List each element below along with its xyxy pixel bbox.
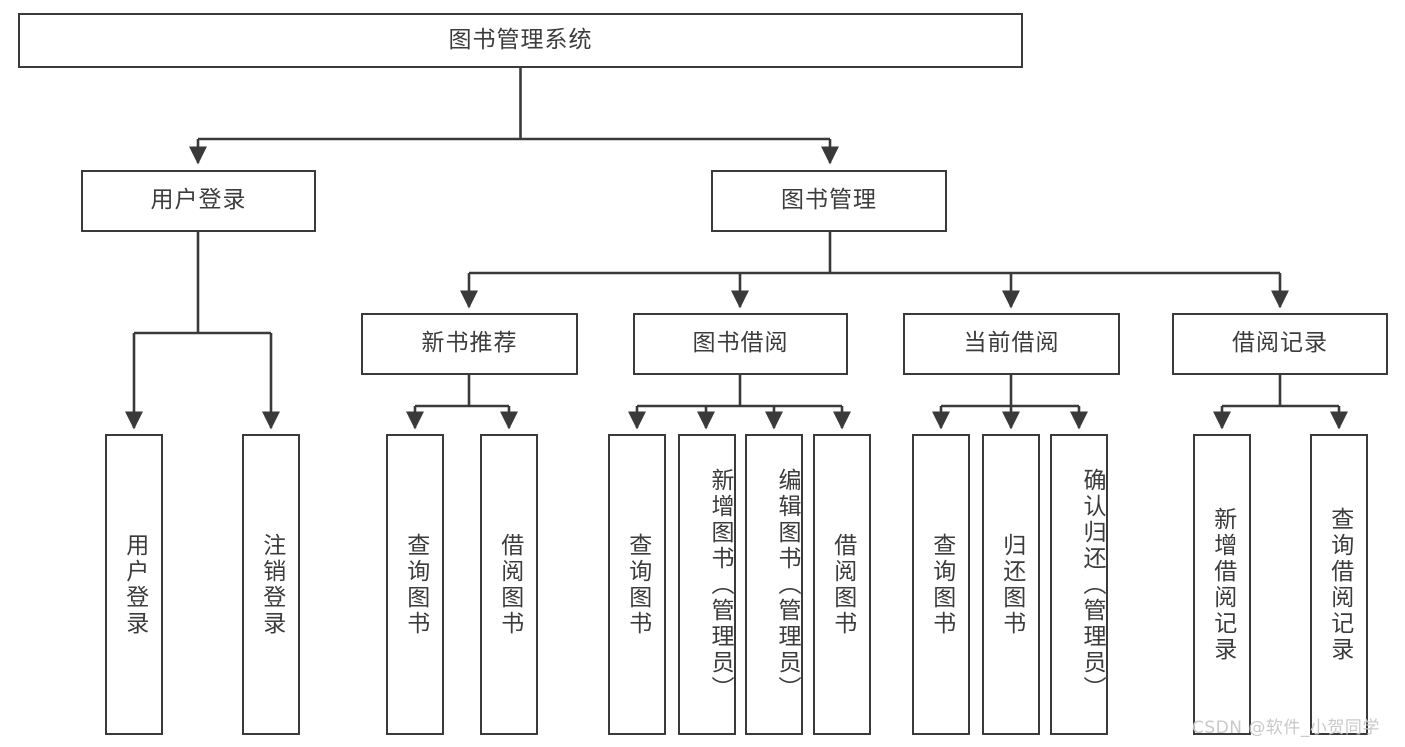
leaf-query-borrow-record[interactable]: 查询借阅记录 (1310, 434, 1368, 735)
leaf-query-book-borrow[interactable]: 查询图书 (608, 434, 666, 735)
leaf-query-book-current[interactable]: 查询图书 (912, 434, 970, 735)
node-borrow-record[interactable]: 借阅记录 (1172, 313, 1388, 375)
leaf-return-book[interactable]: 归还图书 (982, 434, 1040, 735)
leaf-edit-book-admin[interactable]: 编辑图书（管理员） (745, 434, 803, 735)
node-new-book-recommend[interactable]: 新书推荐 (361, 313, 578, 375)
leaf-borrow-book-recommend[interactable]: 借阅图书 (480, 434, 538, 735)
leaf-user-login[interactable]: 用户登录 (105, 434, 163, 735)
leaf-borrow-book-borrow[interactable]: 借阅图书 (813, 434, 871, 735)
csdn-watermark: CSDN @软件_小贺同学 (1192, 718, 1380, 738)
leaf-confirm-return-admin[interactable]: 确认归还（管理员） (1050, 434, 1108, 735)
node-current-borrow[interactable]: 当前借阅 (903, 313, 1120, 375)
node-book-management[interactable]: 图书管理 (711, 170, 947, 232)
leaf-add-borrow-record[interactable]: 新增借阅记录 (1193, 434, 1251, 735)
leaf-add-book-admin[interactable]: 新增图书（管理员） (678, 434, 736, 735)
node-user-login[interactable]: 用户登录 (81, 170, 316, 232)
node-root[interactable]: 图书管理系统 (18, 13, 1023, 68)
leaf-logout[interactable]: 注销登录 (242, 434, 300, 735)
leaf-query-book-recommend[interactable]: 查询图书 (386, 434, 444, 735)
node-book-borrow[interactable]: 图书借阅 (633, 313, 848, 375)
